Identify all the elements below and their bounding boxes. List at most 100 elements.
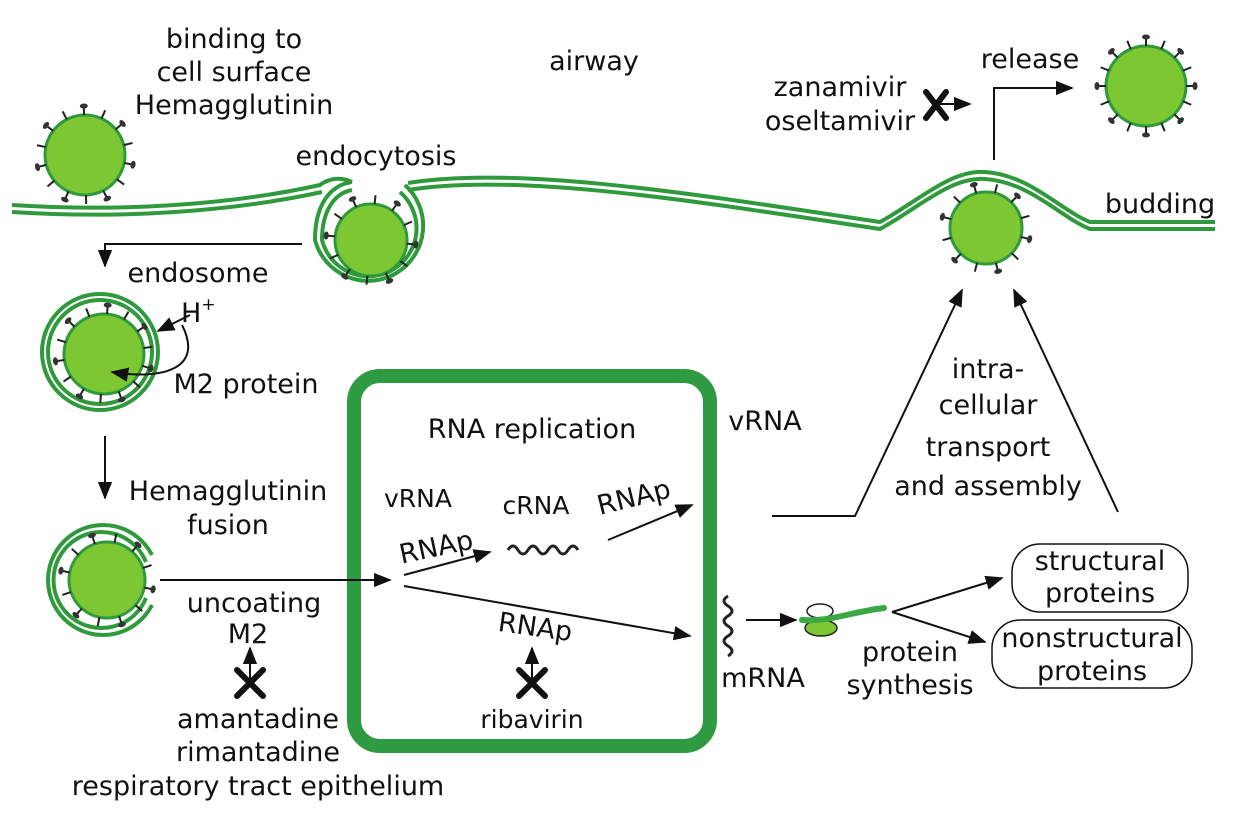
- label-endocytosis: endocytosis: [296, 141, 457, 172]
- spike-head-icon: [1142, 34, 1150, 40]
- virion-budding: [939, 182, 1033, 274]
- label-binding-line2: cell surface: [157, 57, 312, 88]
- spike-head-icon: [939, 212, 946, 221]
- ribosome-icon: [799, 603, 887, 637]
- spike-icon: [96, 617, 101, 627]
- label-vrna-inside: vRNA: [384, 484, 452, 513]
- virion-endocytosis: [323, 195, 419, 285]
- spike-icon: [1100, 100, 1110, 106]
- label-fusion: fusion: [187, 510, 269, 541]
- spike-icon: [134, 604, 143, 612]
- label-proton: H+: [181, 295, 216, 329]
- label-protein: protein: [862, 637, 958, 668]
- spike-head-icon: [119, 120, 126, 127]
- spike-icon: [365, 275, 369, 285]
- label-hemagglutinin: Hemagglutinin: [129, 476, 327, 507]
- spike-icon: [132, 380, 141, 389]
- fusion-vesicle: [46, 523, 154, 637]
- spike-icon: [46, 179, 55, 188]
- spike-head-icon: [103, 195, 112, 202]
- spike-head-icon: [393, 200, 401, 207]
- virion-icon: [1104, 44, 1188, 128]
- spike-head-icon: [1014, 192, 1021, 200]
- label-rnap-left: RNAp: [397, 525, 476, 571]
- spike-head-icon: [64, 317, 72, 325]
- spike-head-icon: [72, 611, 80, 619]
- virion-icon: [333, 202, 409, 278]
- spike-icon: [953, 195, 961, 204]
- label-nonstructural-line2: proteins: [1037, 656, 1147, 687]
- spike-head-icon: [118, 396, 126, 403]
- spike-icon: [85, 308, 91, 318]
- virion-released: [1094, 34, 1198, 138]
- label-mrna: mRNA: [721, 663, 805, 694]
- spike-icon: [36, 144, 46, 149]
- cell-membrane: [11, 169, 1215, 232]
- spike-icon: [973, 262, 979, 272]
- spike-head-icon: [413, 240, 419, 249]
- spike-icon: [1160, 122, 1166, 132]
- label-endosome: endosome: [128, 258, 269, 289]
- spike-head-icon: [130, 160, 136, 169]
- spike-head-icon: [58, 566, 64, 575]
- spike-icon: [142, 564, 152, 569]
- nonstructural-proteins-box: [991, 619, 1193, 689]
- spike-head-icon: [52, 357, 59, 366]
- spike-head-icon: [42, 121, 50, 129]
- spike-head-icon: [1108, 117, 1115, 124]
- spike-icon: [403, 220, 413, 227]
- spike-icon: [99, 393, 102, 403]
- label-zanamivir: zanamivir: [774, 72, 908, 103]
- spike-head-icon: [75, 393, 84, 400]
- spike-icon: [1182, 100, 1192, 106]
- label-structural-line2: proteins: [1045, 578, 1155, 609]
- spike-icon: [329, 253, 339, 260]
- spike-icon: [123, 311, 130, 320]
- spike-icon: [942, 236, 952, 242]
- label-synthesis: synthesis: [846, 670, 973, 701]
- label-oseltamivir: oseltamivir: [765, 106, 916, 137]
- spike-icon: [993, 184, 999, 194]
- x-mark-icon: [516, 667, 548, 699]
- spike-head-icon: [385, 278, 394, 284]
- spike-icon: [143, 345, 153, 350]
- label-ribavirin: ribavirin: [480, 705, 583, 734]
- labels: binding to cell surface Hemagglutinin ai…: [72, 24, 1215, 802]
- spike-icon: [113, 533, 118, 543]
- spike-icon: [116, 178, 125, 186]
- spike-icon: [1182, 66, 1192, 72]
- spike-icon: [1020, 214, 1030, 220]
- spike-head-icon: [141, 322, 148, 331]
- spike-head-icon: [951, 256, 958, 264]
- spike-icon: [61, 110, 68, 120]
- spike-head-icon: [1108, 48, 1115, 55]
- virion-icon: [67, 540, 147, 620]
- mrna-strand: [722, 594, 734, 658]
- spike-head-icon: [341, 273, 349, 280]
- spike-head-icon: [994, 268, 1003, 274]
- spike-head-icon: [348, 196, 357, 202]
- virion-icon: [948, 190, 1024, 266]
- spike-head-icon: [1026, 235, 1033, 244]
- spike-icon: [1100, 66, 1110, 72]
- label-binding-line3: Hemagglutinin: [135, 90, 333, 121]
- label-budding: budding: [1105, 189, 1215, 220]
- spike-head-icon: [34, 163, 41, 171]
- label-crna: cRNA: [503, 491, 570, 520]
- endosome-vesicle: [40, 292, 160, 412]
- structural-proteins-box: [1011, 543, 1189, 613]
- spike-icon: [123, 141, 133, 147]
- spike-head-icon: [323, 231, 329, 240]
- spike-head-icon: [969, 182, 978, 188]
- spike-icon: [1160, 40, 1166, 50]
- x-mark-icon: [234, 667, 266, 699]
- label-cellular: cellular: [939, 390, 1039, 421]
- label-m2-protein: M2 protein: [173, 369, 318, 400]
- x-mark-icon: [923, 89, 949, 121]
- spike-icon: [399, 260, 409, 268]
- label-and-assembly: and assembly: [894, 471, 1082, 502]
- spike-head-icon: [134, 541, 142, 549]
- spike-head-icon: [1142, 132, 1150, 138]
- virion-icon: [43, 113, 127, 197]
